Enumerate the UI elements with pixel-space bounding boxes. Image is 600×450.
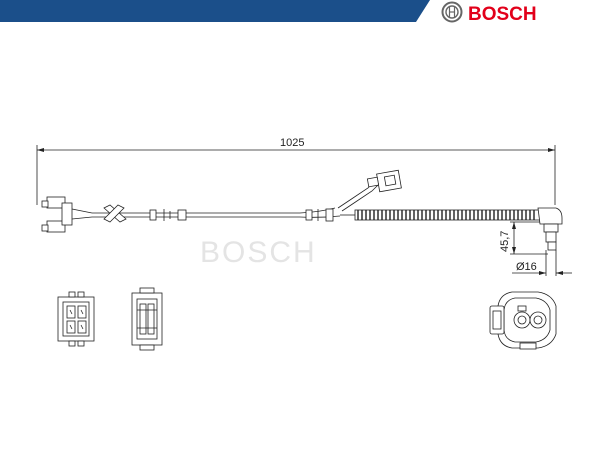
sensor-connector-end-view xyxy=(489,291,557,350)
sensor-height-dimension xyxy=(510,221,548,255)
sensor-diameter-dimension xyxy=(512,250,572,276)
brand-name: BOSCH xyxy=(468,4,537,25)
sensor-height-label: 45,7 xyxy=(499,231,511,252)
blue-header-stripe xyxy=(0,0,430,22)
corrugation-ribs xyxy=(357,210,535,220)
sensor-diameter-label: Ø16 xyxy=(516,261,537,273)
connector-view-side xyxy=(131,287,163,351)
connector-view-front xyxy=(57,291,95,347)
watermark-text: BOSCH xyxy=(200,236,317,269)
cable-sleeve-1 xyxy=(149,209,187,221)
left-connector-plug xyxy=(41,196,93,233)
overall-length-dimension xyxy=(36,145,556,205)
overall-length-label: 1025 xyxy=(280,137,304,149)
header-band: BOSCH xyxy=(0,0,537,25)
cable-clip-left xyxy=(103,204,127,223)
branch-connector xyxy=(366,169,402,193)
cable-sleeve-2 xyxy=(305,208,334,222)
corrugated-tube xyxy=(354,209,541,221)
cable xyxy=(92,207,355,218)
bosch-logo: BOSCH xyxy=(441,1,537,25)
speed-sensor-head xyxy=(537,207,563,251)
bosch-armature-icon xyxy=(441,1,463,23)
